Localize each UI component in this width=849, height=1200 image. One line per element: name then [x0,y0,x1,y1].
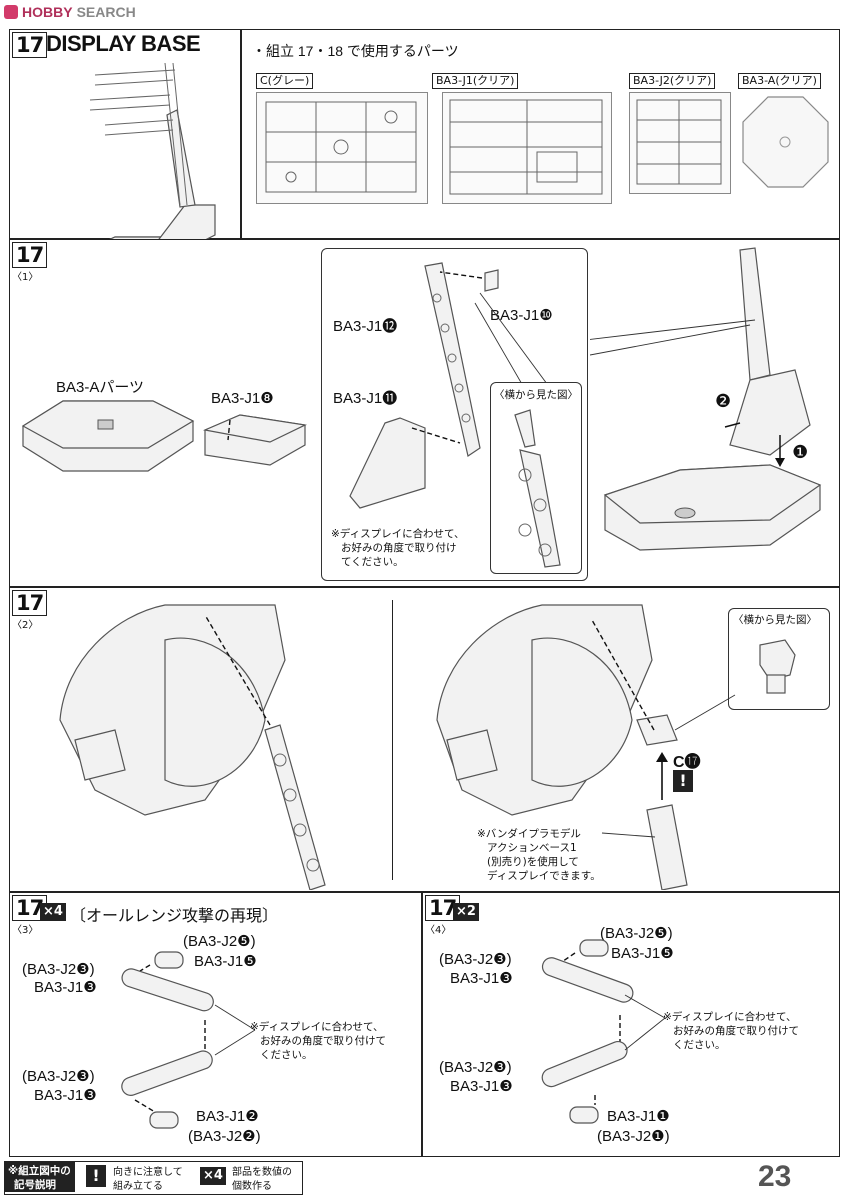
footer-legend [4,1161,303,1195]
sub1-j1-12-label: BA3-J1⓬ [333,318,398,335]
runner-a-plate [742,96,829,188]
sub2-mech-right [436,604,688,890]
sub1-note-1: ※ディスプレイに合わせて、 [331,528,465,540]
runner-c-label: C(グレー) [256,73,314,89]
legend-icon1-text-1: 向きに注意して [113,1167,183,1178]
caution-icon: ! [673,770,693,792]
sub3-note-3: ください。 [260,1049,313,1061]
runner-j1-parts [449,99,603,195]
sub4-note-leader [624,994,666,1051]
runner-a-label: BA3-A(クリア) [738,73,821,89]
legend-title-box [5,1162,75,1192]
sub2-note-3: (別売り)を使用して [487,856,579,868]
sub4-panel [422,892,840,1157]
j1-8-part [202,414,307,466]
legend-title-1: ※組立図中の [8,1165,71,1177]
legend-icon2-text-1: 部品を数値の [232,1167,292,1178]
sub4-parts [541,939,634,1124]
runner-j2-parts [636,99,722,185]
sub3-number: 17 [12,895,48,921]
sub2-note-4: ディスプレイできます。 [487,870,601,882]
sub3-title: 〔オールレンジ攻撃の再現〕 [70,908,279,925]
sub3-substep: 〈3〉 [12,925,39,936]
sub2-side-view-part [759,639,796,694]
sub4-label-8: (BA3-J2❶) [597,1128,670,1145]
sub1-arm-illustration [349,262,551,509]
sub2-callout-line [674,694,736,731]
logo-text: HOBBY [22,4,73,20]
sub2-mech-left [59,604,326,890]
sub4-label-6: BA3-J1❸ [450,1078,513,1095]
sub2-c17-label: C⓱ [673,754,701,771]
sub1-side-view-label: 〈横から見た図〉 [494,389,578,401]
sub1-detail-box [321,248,588,581]
sub3-parts [121,951,214,1129]
logo-text-2: SEARCH [76,4,136,20]
logo-icon [4,5,18,19]
sub3-multiplier-badge: ×4 [40,903,66,921]
sub4-label-7: BA3-J1❶ [607,1108,670,1125]
sub3-note-1: ※ディスプレイに合わせて、 [250,1021,384,1033]
sub3-note-2: お好みの角度で取り付けて [260,1035,386,1047]
site-logo: HOBBY SEARCH [4,3,136,21]
sub1-note-3: てください。 [341,556,404,568]
step-1-marker: ❶ [792,442,809,463]
sub2-note-2: アクションベース1 [487,842,577,854]
sub4-label-2: BA3-J1❺ [611,945,674,962]
sub2-side-view-label: 〈横から見た図〉 [733,614,817,626]
step17-title: DISPLAY BASE [46,31,201,56]
sub1-j1-8-label: BA3-J1❽ [211,390,274,407]
sub2-note-1: ※バンダイプラモデル [477,828,581,840]
sub1-ba3a-label: BA3-Aパーツ [56,379,145,396]
runner-c-parts [265,101,417,193]
sub3-label-5: (BA3-J2❸) [22,1068,95,1085]
sub3-label-6: BA3-J1❸ [34,1087,97,1104]
sub1-number: 17 [12,242,48,268]
runner-j2 [629,92,731,194]
legend-icon2-text-2: 個数作る [232,1181,272,1192]
step-2-marker: ❷ [715,391,732,412]
sub1-j1-10-label: BA3-J1❿ [490,307,553,324]
sub2-number: 17 [12,590,48,616]
ba3a-plate-illustration [21,400,195,472]
sub4-substep: 〈4〉 [425,925,452,936]
sub3-label-7: BA3-J1❷ [196,1108,259,1125]
sub2-substep: 〈2〉 [12,620,39,631]
sub3-label-4: BA3-J1❸ [34,979,97,996]
sub4-note-2: お好みの角度で取り付けて [673,1025,799,1037]
sub1-substep: 〈1〉 [12,272,39,283]
legend-caution-icon: ! [86,1165,106,1187]
sub4-label-5: (BA3-J2❸) [439,1059,512,1076]
sub2-divider [392,600,393,880]
legend-multiplier-icon: ×4 [200,1167,226,1185]
runner-j1-label: BA3-J1(クリア) [432,73,519,89]
sub4-label-4: BA3-J1❸ [450,970,513,987]
sub1-assembled-base [590,247,822,551]
step17-divider [240,29,242,239]
step17-number: 17 [12,32,48,58]
sub3-note-leader [214,1004,256,1056]
legend-title-2: 記号説明 [14,1179,56,1191]
sub1-j1-11-label: BA3-J1⓫ [333,390,398,407]
side-view-part [514,409,561,568]
sub1-note-2: お好みの角度で取り付け [341,542,457,554]
page-number: 23 [758,1160,792,1193]
sub3-panel [9,892,422,1157]
sub3-label-8: (BA3-J2❷) [188,1128,261,1145]
sub4-multiplier-badge: ×2 [453,903,479,921]
runner-j2-label: BA3-J2(クリア) [629,73,716,89]
parts-heading: ・組立 17・18 で使用するパーツ [252,43,459,59]
sub3-label-1: (BA3-J2❺) [183,933,256,950]
sub4-note-3: ください。 [673,1039,726,1051]
sub2-note-leader [601,832,656,838]
sub4-label-3: (BA3-J2❸) [439,951,512,968]
sub3-label-2: BA3-J1❺ [194,953,257,970]
legend-icon1-text-2: 組み立てる [113,1181,163,1192]
sub3-label-3: (BA3-J2❸) [22,961,95,978]
sub4-note-1: ※ディスプレイに合わせて、 [663,1011,797,1023]
sub4-label-1: (BA3-J2❺) [600,925,673,942]
runner-c [256,92,428,204]
